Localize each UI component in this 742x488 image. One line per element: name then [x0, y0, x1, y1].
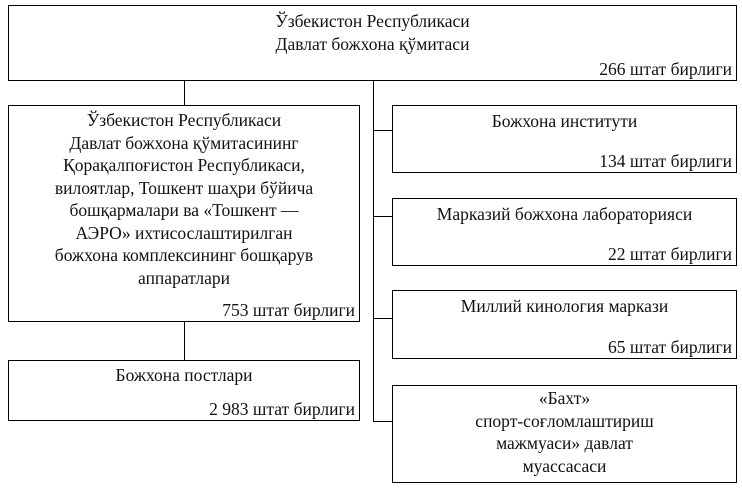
title-line: Қорақалпоғистон Республикаси, — [63, 155, 305, 175]
connector-regional — [184, 80, 186, 106]
customs-institute-box: Божхона институти 134 штат бирлиги — [392, 105, 737, 173]
connector-lab — [373, 216, 393, 218]
title: Божхона постлари — [115, 365, 253, 385]
staff-count: 2 983 штат бирлиги — [209, 398, 355, 419]
staff-count: 266 штат бирлиги — [599, 58, 732, 79]
title-line: Ўзбекистон Республикаси — [86, 110, 282, 130]
staff-count: 65 штат бирлиги — [608, 336, 732, 357]
title-line: Давлат божхона қўмитасининг — [69, 132, 299, 153]
connector-institute — [373, 130, 393, 132]
title-line: спорт-соғломлаштириш — [475, 410, 654, 431]
regional-departments-box: Ўзбекистон Республикаси Давлат божхона қ… — [8, 105, 360, 322]
title: Марказий божхона лабораторияси — [436, 204, 693, 224]
title-line: аппаратлари — [138, 267, 230, 288]
connector-sport — [373, 421, 393, 423]
title-line: Ўзбекистон Республикаси — [275, 11, 470, 31]
customs-posts-box: Божхона постлари 2 983 штат бирлиги — [8, 360, 360, 421]
title-line: мажмуаси» давлат — [496, 433, 633, 453]
connector-posts — [184, 321, 186, 361]
customs-committee-box: Ўзбекистон Республикаси Давлат божхона қ… — [8, 5, 737, 81]
staff-count: 22 штат бирлиги — [608, 243, 732, 264]
title-line: Давлат божхона қўмитаси — [275, 33, 470, 54]
title-line: «Бахт» — [538, 388, 591, 408]
title: Миллий кинология маркази — [460, 296, 669, 316]
title-line: божхона комплексининг бошқарув — [54, 245, 314, 265]
title-line: бошқармалари ва «Тошкент — — [69, 200, 299, 220]
central-lab-box: Марказий божхона лабораторияси 22 штат б… — [392, 198, 737, 266]
title-line: вилоятлар, Тошкент шаҳри бўйича — [54, 177, 314, 198]
title-line: АЭРО» ихтисослаштирилган — [75, 222, 293, 243]
cynology-center-box: Миллий кинология маркази 65 штат бирлиги — [392, 290, 737, 359]
sport-complex-box: «Бахт» спорт-соғломлаштириш мажмуаси» да… — [392, 385, 737, 483]
staff-count: 134 штат бирлиги — [599, 150, 732, 171]
title: Божхона институти — [491, 111, 638, 131]
connector-cynology — [373, 318, 393, 320]
connector-trunk — [373, 80, 375, 422]
staff-count: 753 штат бирлиги — [222, 299, 355, 320]
title-line: муассасаси — [522, 455, 607, 476]
